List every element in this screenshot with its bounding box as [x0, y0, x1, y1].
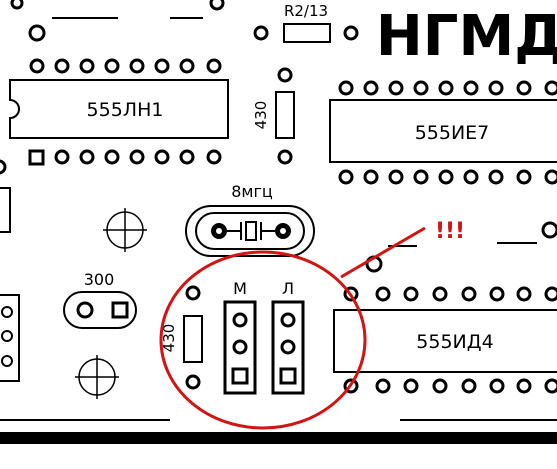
- pad: [277, 149, 293, 165]
- pin: [375, 378, 391, 394]
- pin: [463, 169, 479, 185]
- chip-555id4-body: [333, 309, 557, 373]
- pad: [253, 25, 269, 41]
- highlight-pointer-line: [340, 226, 426, 279]
- pin: [488, 169, 504, 185]
- pin: [79, 149, 95, 165]
- pin: [489, 378, 505, 394]
- jumper-l: [271, 300, 305, 395]
- pin: [403, 378, 419, 394]
- resistor-430-bottom-body: [183, 315, 203, 363]
- resistor-300: [63, 291, 137, 329]
- resistor-r2-13-body: [283, 23, 331, 43]
- pin: [544, 80, 557, 96]
- pin: [338, 169, 354, 185]
- pin: [516, 286, 532, 302]
- resistor-430-bottom-label: 430: [160, 324, 178, 353]
- pin: [363, 80, 379, 96]
- crosshair-icon: [103, 208, 147, 252]
- pin: [54, 149, 70, 165]
- pad: [0, 159, 7, 175]
- pin: [544, 286, 557, 302]
- resistor-430-top-label: 430: [252, 101, 270, 130]
- resistor-430-top-body: [275, 91, 295, 139]
- pad: [185, 285, 201, 301]
- bottom-bus-trace: [0, 432, 557, 444]
- pin: [179, 149, 195, 165]
- board-title: НГМД: [376, 4, 557, 69]
- pad: [343, 25, 359, 41]
- pin: [438, 80, 454, 96]
- pin: [206, 149, 222, 165]
- pad: [277, 67, 293, 83]
- pad: [185, 374, 201, 390]
- resistor-300-label: 300: [84, 270, 115, 289]
- pad: [209, 0, 225, 11]
- pin: [179, 58, 195, 74]
- pin: [516, 378, 532, 394]
- pad: [10, 0, 24, 10]
- crosshair-icon: [75, 355, 119, 399]
- pin: [29, 58, 45, 74]
- crystal-8mhz: [185, 205, 315, 257]
- pin: [104, 58, 120, 74]
- chip-555id4-label: 555ИД4: [416, 331, 493, 353]
- pin: [516, 169, 532, 185]
- pin: [413, 80, 429, 96]
- pin: [413, 169, 429, 185]
- pad: [28, 24, 46, 42]
- pin: [516, 80, 532, 96]
- pin: [388, 169, 404, 185]
- chip-555ln1-label: 555ЛН1: [87, 99, 164, 121]
- pin: [375, 286, 391, 302]
- pin: [154, 58, 170, 74]
- edge-resistor-left: [0, 187, 11, 233]
- pad: [541, 221, 557, 239]
- pin: [461, 378, 477, 394]
- pin: [432, 378, 448, 394]
- pin: [463, 80, 479, 96]
- jumper-l-label: Л: [282, 279, 294, 298]
- pin-1-square: [28, 149, 45, 166]
- pin: [206, 58, 222, 74]
- pin: [363, 169, 379, 185]
- pin: [432, 286, 448, 302]
- chip-555ie7-label: 555ИЕ7: [415, 122, 490, 144]
- jumper-m-label: М: [233, 279, 247, 298]
- pin: [544, 378, 557, 394]
- pin: [338, 80, 354, 96]
- pin: [129, 149, 145, 165]
- pin: [544, 169, 557, 185]
- pin: [129, 58, 145, 74]
- chip-555ln1: 555ЛН1: [9, 58, 229, 166]
- pin: [388, 80, 404, 96]
- chip-555ie7: 555ИЕ7: [329, 80, 557, 185]
- highlight-ellipse: [159, 250, 367, 430]
- pin: [79, 58, 95, 74]
- pin: [403, 286, 419, 302]
- pin: [488, 80, 504, 96]
- crystal-label: 8мгц: [231, 182, 273, 201]
- chip-555ln1-body: [9, 79, 229, 139]
- pin: [438, 169, 454, 185]
- pin: [154, 149, 170, 165]
- resistor-r2-13-label: R2/13: [284, 2, 328, 20]
- pin: [489, 286, 505, 302]
- chip-555id4: 555ИД4: [333, 286, 557, 394]
- edge-connector-left: [0, 294, 20, 382]
- jumper-m: [223, 300, 257, 395]
- pin: [461, 286, 477, 302]
- pin: [54, 58, 70, 74]
- annotation-exclamation: !!!: [435, 219, 465, 244]
- pin: [104, 149, 120, 165]
- chip-555ie7-body: [329, 99, 557, 163]
